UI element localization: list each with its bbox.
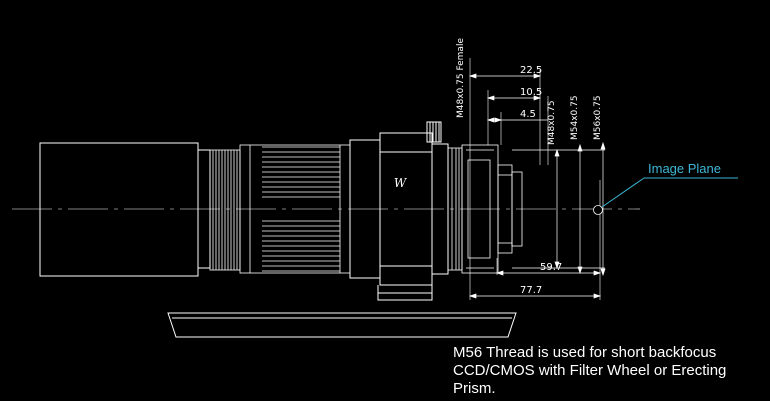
focuser-body xyxy=(349,121,449,286)
rotator-stack xyxy=(447,144,523,274)
caption-line-1: M56 Thread is used for short backfocus xyxy=(453,344,717,361)
thread-label-female: M48x0.75 Female xyxy=(456,38,466,118)
dimension-label-77-7: 77.7 xyxy=(520,285,542,296)
dimension-label-59-7: 59.7 xyxy=(540,262,562,273)
image-plane-label: Image Plane xyxy=(648,161,721,176)
dimension-label-22-5: 22.5 xyxy=(520,65,542,76)
thread-label-m48: M48x0.75 xyxy=(547,100,557,145)
main-tube xyxy=(239,144,351,274)
dimension-label-10-5: 10.5 xyxy=(520,87,542,98)
caption-line-3: Prism. xyxy=(453,380,496,397)
thread-label-m56: M56x0.75 xyxy=(593,95,603,140)
caption-text: M56 Thread is used for short backfocus C… xyxy=(453,344,768,398)
mounting-foot xyxy=(167,285,517,338)
dimension-lines xyxy=(468,73,602,299)
caption-line-2: CCD/CMOS with Filter Wheel or Erecting xyxy=(453,362,727,379)
image-plane-marker xyxy=(593,177,738,300)
dew-shield xyxy=(39,142,211,277)
thread-label-m54: M54x0.75 xyxy=(570,95,580,140)
extension-lines xyxy=(469,58,549,300)
brand-logo: W xyxy=(394,176,408,190)
focus-ring xyxy=(209,149,241,271)
dimension-label-4-5: 4.5 xyxy=(520,109,536,120)
thread-diameter-lines xyxy=(512,141,606,277)
